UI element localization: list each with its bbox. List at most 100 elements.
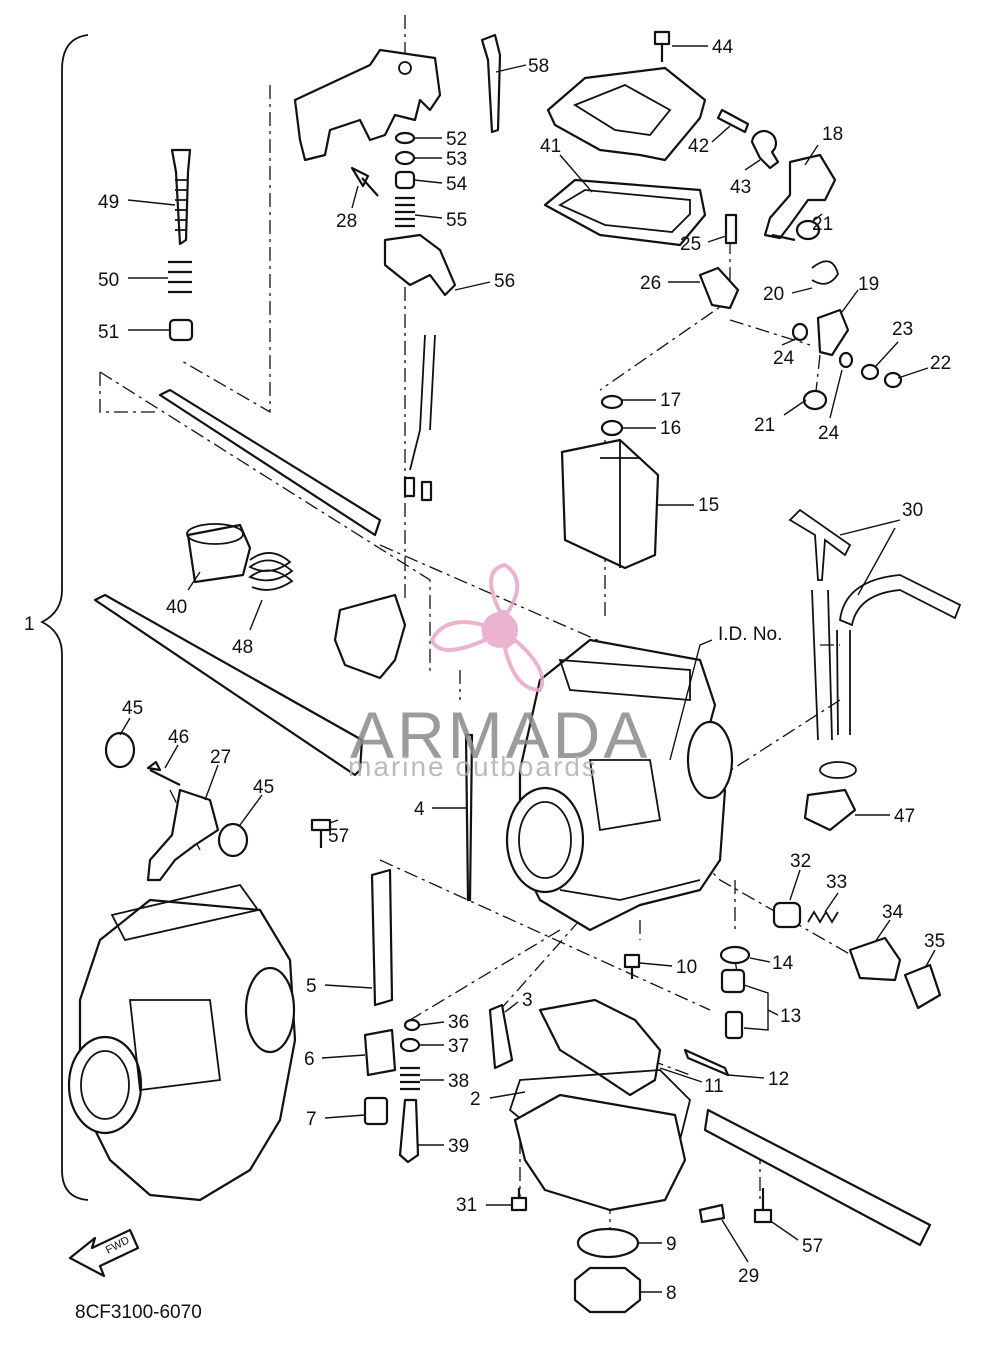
lever-pin: [771, 233, 796, 242]
callout-42[interactable]: 42: [688, 136, 709, 157]
part-23-washer: [860, 363, 880, 381]
callout-9[interactable]: 9: [666, 1234, 677, 1255]
callout-37[interactable]: 37: [448, 1036, 469, 1057]
part-53-ring: [394, 150, 416, 166]
id-number-label: I.D. No.: [718, 624, 782, 645]
callout-39[interactable]: 39: [448, 1136, 469, 1157]
callout-32[interactable]: 32: [790, 851, 811, 872]
part-20-spring: [811, 260, 839, 285]
part-58-tie-strap: [480, 33, 502, 134]
part-46-screw: [146, 760, 181, 786]
callout-38[interactable]: 38: [448, 1071, 469, 1092]
callout-24-a[interactable]: 24: [773, 348, 795, 369]
callout-36[interactable]: 36: [448, 1012, 469, 1033]
callout-2[interactable]: 2: [470, 1089, 481, 1110]
callout-23[interactable]: 23: [892, 319, 913, 340]
part-11-float: [538, 998, 662, 1097]
hose-tube-a: [811, 589, 833, 741]
callout-19[interactable]: 19: [858, 274, 879, 295]
callout-20[interactable]: 20: [763, 284, 784, 305]
callout-15[interactable]: 15: [698, 495, 719, 516]
callout-52[interactable]: 52: [446, 129, 467, 150]
boot-rim: [186, 523, 244, 545]
callout-47[interactable]: 47: [894, 806, 915, 827]
part-13-float-valve-seat: [720, 968, 746, 994]
callout-26[interactable]: 26: [640, 273, 661, 294]
callout-28[interactable]: 28: [336, 211, 357, 232]
callout-35[interactable]: 35: [924, 931, 945, 952]
part-6-holder: [363, 1028, 397, 1077]
callout-58[interactable]: 58: [528, 56, 549, 77]
callout-43[interactable]: 43: [730, 177, 751, 198]
callout-44[interactable]: 44: [712, 37, 734, 58]
watermark-tagline: marine outboards: [348, 751, 598, 782]
part-50-spring: [168, 260, 192, 294]
callout-1[interactable]: 1: [24, 614, 35, 635]
callout-53[interactable]: 53: [446, 149, 467, 170]
callout-56[interactable]: 56: [494, 271, 515, 292]
callout-24-b[interactable]: 24: [818, 423, 840, 444]
top-bracket: [293, 48, 442, 162]
part-24-washer-a: [791, 322, 809, 342]
callout-45-b[interactable]: 45: [253, 777, 274, 798]
callout-13[interactable]: 13: [780, 1006, 801, 1027]
callout-33[interactable]: 33: [826, 872, 847, 893]
callout-57-a[interactable]: 57: [328, 826, 349, 847]
callout-30[interactable]: 30: [902, 500, 923, 521]
callout-6[interactable]: 6: [304, 1049, 315, 1070]
watermark-brand: ARMADA: [350, 698, 650, 772]
fwd-arrow-icon: FWD: [68, 1228, 140, 1278]
part-9-o-ring: [576, 1227, 640, 1259]
callout-16[interactable]: 16: [660, 418, 681, 439]
callout-49[interactable]: 49: [98, 192, 119, 213]
callout-27[interactable]: 27: [210, 747, 231, 768]
callout-55[interactable]: 55: [446, 210, 467, 231]
gasket-inner: [558, 189, 691, 233]
callout-14[interactable]: 14: [772, 953, 794, 974]
callout-41[interactable]: 41: [540, 136, 561, 157]
callout-31[interactable]: 31: [456, 1195, 477, 1216]
part-7-pilot-jet: [363, 1096, 389, 1126]
callout-5[interactable]: 5: [306, 976, 317, 997]
part-10-screw: [623, 953, 641, 979]
part-24-washer-b: [838, 351, 854, 369]
callout-34[interactable]: 34: [882, 902, 904, 923]
callout-54[interactable]: 54: [446, 174, 468, 195]
left-carburetor-body: [67, 883, 297, 1202]
throttle-lever-assembly: [333, 593, 407, 680]
callout-10[interactable]: 10: [676, 957, 697, 978]
callout-50[interactable]: 50: [98, 270, 119, 291]
part-35-cap: [903, 963, 942, 1010]
callout-17[interactable]: 17: [660, 390, 681, 411]
part-54-cap: [394, 170, 416, 190]
propeller-logo-icon: [429, 562, 545, 693]
part-36-o-ring: [403, 1018, 421, 1032]
callout-3[interactable]: 3: [522, 990, 533, 1011]
callout-18[interactable]: 18: [822, 124, 843, 145]
callout-8[interactable]: 8: [666, 1283, 677, 1304]
callout-48[interactable]: 48: [232, 637, 253, 658]
part-40-boot: [186, 523, 252, 584]
callout-21-a[interactable]: 21: [812, 214, 833, 235]
id-leader: [669, 639, 713, 761]
callout-12[interactable]: 12: [768, 1069, 789, 1090]
callout-25[interactable]: 25: [680, 234, 701, 255]
callout-40[interactable]: 40: [166, 597, 187, 618]
callout-29[interactable]: 29: [738, 1266, 759, 1287]
callout-46[interactable]: 46: [168, 727, 189, 748]
callout-51[interactable]: 51: [98, 322, 119, 343]
part-19-holder: [816, 308, 850, 357]
callout-4[interactable]: 4: [414, 799, 425, 820]
part-32-plug: [772, 901, 802, 929]
callout-11[interactable]: 11: [704, 1076, 724, 1097]
callout-22[interactable]: 22: [930, 353, 951, 374]
callout-21-b[interactable]: 21: [754, 415, 775, 436]
part-18-lever: [763, 153, 837, 240]
diagram-code: 8CF3100-6070: [75, 1302, 202, 1323]
part-27-lever: [146, 788, 220, 882]
callout-57-b[interactable]: 57: [802, 1236, 823, 1257]
callout-7[interactable]: 7: [306, 1109, 317, 1130]
part-48-spring: [248, 552, 294, 591]
callout-45-a[interactable]: 45: [122, 698, 143, 719]
